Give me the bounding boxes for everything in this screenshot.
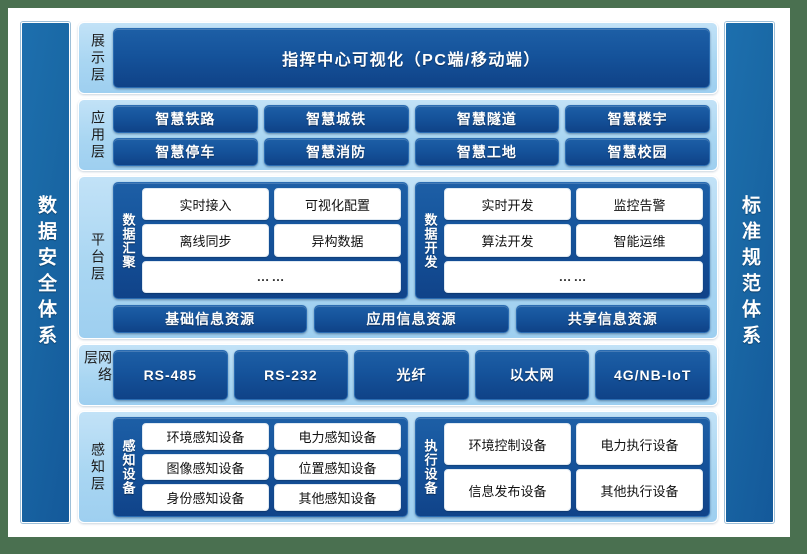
sensing-item-location-sensor[interactable]: 位置感知设备 [274, 453, 401, 481]
sensing-sensor-row-2: 图像感知设备 位置感知设备 [142, 453, 401, 481]
network-item-rs232[interactable]: RS-232 [233, 350, 349, 400]
sensing-layer-label: 感知层 [90, 441, 106, 493]
platform-item-heterogeneous-data[interactable]: 异构数据 [274, 224, 401, 257]
platform-layer: 平台层 数据汇聚 实时接入 可视化配置 [78, 176, 718, 339]
application-layer-body: 智慧铁路 智慧城铁 智慧隧道 智慧楼宇 智慧停车 智慧消防 智慧工地 智慧校园 [113, 105, 710, 166]
presentation-layer-label: 展示层 [90, 32, 106, 84]
sensing-actuator-row-1: 环境控制设备 电力执行设备 [444, 423, 703, 465]
platform-layer-body: 数据汇聚 实时接入 可视化配置 离线同步 异构数据 [113, 182, 710, 333]
platform-group-data-development-label: 数据开发 [422, 212, 438, 269]
sensing-group-sensor-devices-label-wrap: 感知设备 [118, 423, 138, 511]
platform-item-algorithm-development[interactable]: 算法开发 [444, 224, 571, 257]
sensing-groups: 感知设备 环境感知设备 电力感知设备 图像感知设备 位置感知设备 [113, 417, 710, 517]
network-item-fiber[interactable]: 光纤 [354, 350, 469, 400]
sensing-item-info-publishing[interactable]: 信息发布设备 [444, 469, 571, 511]
sensing-group-actuator-devices: 执行设备 环境控制设备 电力执行设备 信息发布设备 其他执行设备 [415, 417, 710, 517]
sensing-item-environment-control[interactable]: 环境控制设备 [444, 423, 571, 465]
sensing-group-actuator-devices-label: 执行设备 [422, 439, 438, 495]
platform-group-data-development-body: 实时开发 监控告警 算法开发 智能运维 …… [444, 188, 703, 293]
network-item-ethernet[interactable]: 以太网 [474, 350, 590, 400]
platform-development-row-2: 算法开发 智能运维 [444, 224, 703, 257]
platform-group-data-development: 数据开发 实时开发 监控告警 算法开发 智能运维 [415, 182, 710, 299]
application-row-2: 智慧停车 智慧消防 智慧工地 智慧校园 [113, 138, 710, 166]
platform-layer-label: 平台层 [90, 232, 106, 283]
sensing-sensor-row-3: 身份感知设备 其他感知设备 [142, 484, 401, 512]
platform-group-data-development-label-wrap: 数据开发 [420, 188, 440, 293]
platform-group-data-aggregation-label-wrap: 数据汇聚 [118, 188, 138, 293]
sensing-sensor-row-1: 环境感知设备 电力感知设备 [142, 423, 401, 450]
platform-groups: 数据汇聚 实时接入 可视化配置 离线同步 异构数据 [113, 182, 710, 299]
platform-item-aggregation-more[interactable]: …… [142, 260, 401, 293]
standards-pillar: 标准规范体系 [725, 22, 774, 523]
application-row-1: 智慧铁路 智慧城铁 智慧隧道 智慧楼宇 [113, 105, 710, 133]
network-item-4g-nbiot[interactable]: 4G/NB-IoT [595, 350, 710, 400]
application-layer-label-wrap: 应用层 [83, 105, 113, 165]
platform-development-row-3: …… [444, 260, 703, 293]
platform-resource-basic-info[interactable]: 基础信息资源 [113, 305, 308, 333]
presentation-layer-body: 指挥中心可视化（PC端/移动端） [113, 28, 710, 88]
sensing-layer-label-wrap: 感知层 [83, 417, 113, 517]
network-layer-body: RS-485 RS-232 光纤 以太网 4G/NB-IoT [113, 350, 710, 400]
platform-resources-row: 基础信息资源 应用信息资源 共享信息资源 [113, 305, 710, 333]
network-layer: 网络层 RS-485 RS-232 光纤 以太网 4G/NB-IoT [78, 344, 718, 406]
data-security-pillar: 数据安全体系 [21, 22, 70, 523]
application-item-smart-railway[interactable]: 智慧铁路 [113, 105, 258, 133]
sensing-group-sensor-devices-label: 感知设备 [120, 439, 136, 495]
architecture-diagram-canvas: 数据安全体系 标准规范体系 展示层 指挥中心可视化（PC端/移动端） 应用层 智 [8, 8, 790, 537]
platform-item-monitoring-alarm[interactable]: 监控告警 [576, 188, 703, 221]
data-security-pillar-label: 数据安全体系 [35, 194, 56, 351]
presentation-layer-label-wrap: 展示层 [83, 28, 113, 88]
sensing-group-sensor-devices: 感知设备 环境感知设备 电力感知设备 图像感知设备 位置感知设备 [113, 417, 408, 517]
application-item-smart-campus[interactable]: 智慧校园 [565, 138, 710, 166]
sensing-layer-body: 感知设备 环境感知设备 电力感知设备 图像感知设备 位置感知设备 [113, 417, 710, 517]
platform-aggregation-row-3: …… [142, 260, 401, 293]
platform-aggregation-row-1: 实时接入 可视化配置 [142, 188, 401, 221]
sensing-item-identity-sensor[interactable]: 身份感知设备 [142, 484, 269, 512]
sensing-group-actuator-devices-body: 环境控制设备 电力执行设备 信息发布设备 其他执行设备 [444, 423, 703, 511]
platform-group-data-aggregation-body: 实时接入 可视化配置 离线同步 异构数据 …… [142, 188, 401, 293]
network-row: RS-485 RS-232 光纤 以太网 4G/NB-IoT [113, 350, 710, 400]
application-item-smart-tunnel[interactable]: 智慧隧道 [414, 105, 560, 133]
platform-item-development-more[interactable]: …… [444, 260, 703, 293]
platform-item-realtime-development[interactable]: 实时开发 [444, 188, 571, 221]
sensing-item-other-actuator[interactable]: 其他执行设备 [576, 469, 703, 511]
platform-resource-application-info[interactable]: 应用信息资源 [314, 305, 509, 333]
platform-group-data-aggregation: 数据汇聚 实时接入 可视化配置 离线同步 异构数据 [113, 182, 408, 299]
application-item-smart-parking[interactable]: 智慧停车 [113, 138, 258, 166]
application-item-smart-building[interactable]: 智慧楼宇 [565, 105, 710, 133]
platform-item-visual-config[interactable]: 可视化配置 [274, 188, 401, 221]
sensing-item-power-sensor[interactable]: 电力感知设备 [274, 423, 401, 450]
layer-stack: 展示层 指挥中心可视化（PC端/移动端） 应用层 智慧铁路 智慧城铁 智慧隧道 … [78, 22, 718, 523]
platform-resource-shared-info[interactable]: 共享信息资源 [515, 305, 710, 333]
application-item-smart-firefighting[interactable]: 智慧消防 [263, 138, 409, 166]
application-layer-label: 应用层 [90, 109, 106, 161]
presentation-row: 指挥中心可视化（PC端/移动端） [113, 28, 710, 88]
sensing-item-environment-sensor[interactable]: 环境感知设备 [142, 423, 269, 450]
sensing-group-sensor-devices-body: 环境感知设备 电力感知设备 图像感知设备 位置感知设备 身份感知设备 其他感知设… [142, 423, 401, 512]
sensing-actuator-row-2: 信息发布设备 其他执行设备 [444, 469, 703, 511]
presentation-layer: 展示层 指挥中心可视化（PC端/移动端） [78, 22, 718, 94]
platform-group-data-aggregation-label: 数据汇聚 [120, 212, 136, 269]
sensing-layer: 感知层 感知设备 环境感知设备 电力感知设备 [78, 411, 718, 523]
standards-pillar-label: 标准规范体系 [739, 194, 760, 351]
sensing-group-actuator-devices-label-wrap: 执行设备 [420, 423, 440, 511]
network-layer-label-wrap: 网络层 [83, 350, 113, 400]
sensing-item-other-sensor[interactable]: 其他感知设备 [274, 484, 401, 512]
platform-item-offline-sync[interactable]: 离线同步 [142, 224, 269, 257]
platform-aggregation-row-2: 离线同步 异构数据 [142, 224, 401, 257]
platform-development-row-1: 实时开发 监控告警 [444, 188, 703, 221]
platform-item-intelligent-ops[interactable]: 智能运维 [576, 224, 703, 257]
application-item-smart-construction-site[interactable]: 智慧工地 [414, 138, 560, 166]
sensing-item-image-sensor[interactable]: 图像感知设备 [142, 453, 269, 481]
application-item-smart-urban-rail[interactable]: 智慧城铁 [263, 105, 409, 133]
application-layer: 应用层 智慧铁路 智慧城铁 智慧隧道 智慧楼宇 智慧停车 智慧消防 智慧工地 智… [78, 99, 718, 171]
presentation-item-command-center[interactable]: 指挥中心可视化（PC端/移动端） [113, 28, 710, 88]
network-layer-label: 网络层 [83, 350, 113, 384]
platform-item-realtime-access[interactable]: 实时接入 [142, 188, 269, 221]
sensing-item-power-actuator[interactable]: 电力执行设备 [576, 423, 703, 465]
platform-layer-label-wrap: 平台层 [83, 182, 113, 333]
network-item-rs485[interactable]: RS-485 [113, 350, 228, 400]
